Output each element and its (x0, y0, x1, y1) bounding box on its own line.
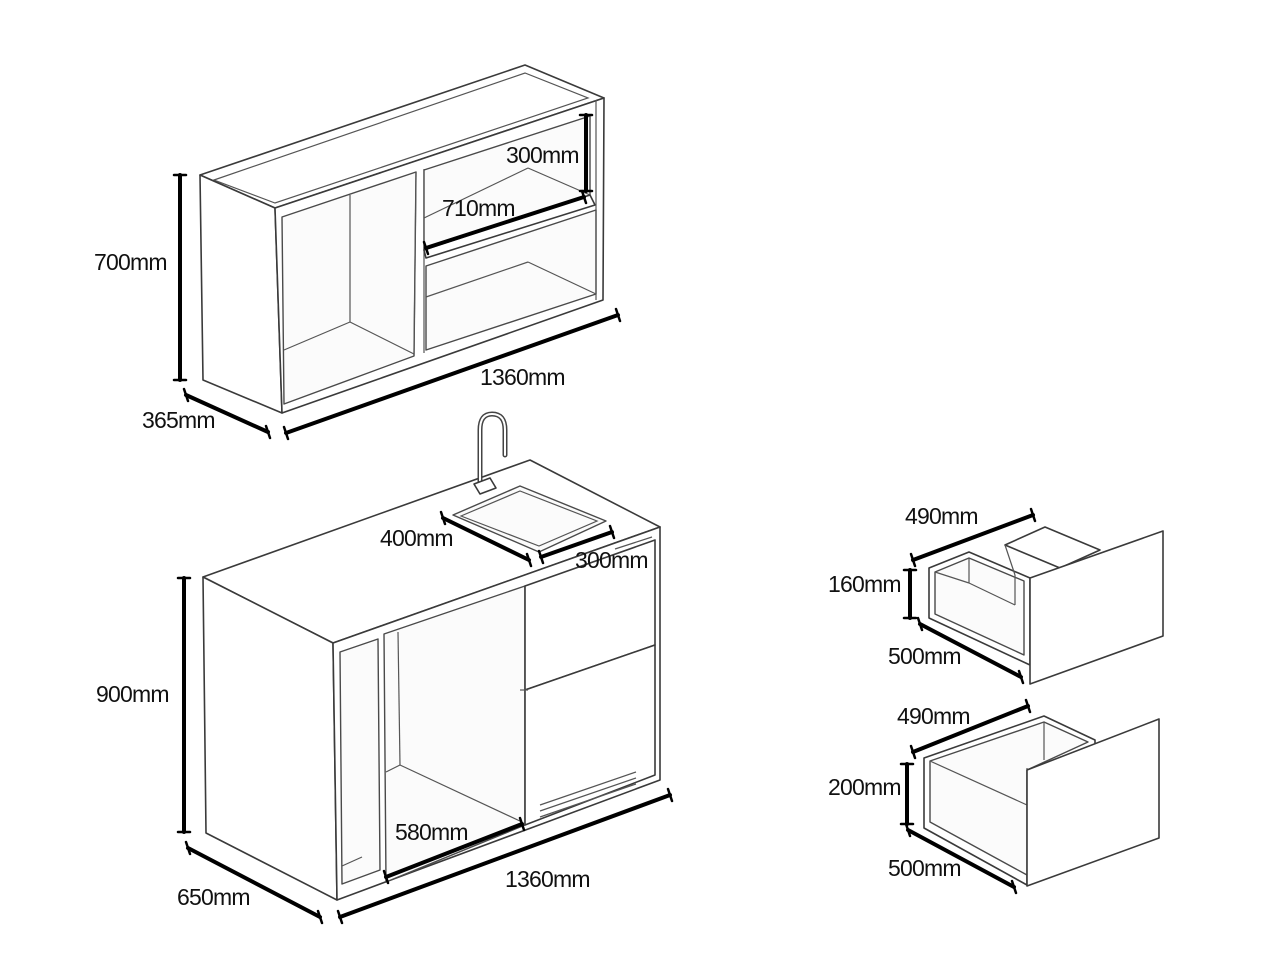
open-width-label: 580mm (395, 819, 468, 845)
drawer-upper-dimension-lines (902, 507, 1037, 685)
wall-height-label: 700mm (94, 249, 167, 275)
sink-depth-line (539, 530, 614, 559)
lower-drawer-depth-line (906, 828, 1016, 889)
lower-drawer-width-label: 490mm (897, 703, 970, 729)
lower-drawer-depth-label: 500mm (888, 855, 961, 881)
sink-depth-label: 300mm (575, 547, 648, 573)
wall-width-line (284, 313, 620, 435)
wall-cabinet (199, 64, 605, 414)
base-height-label: 900mm (96, 681, 169, 707)
upper-drawer-width-line (911, 513, 1035, 562)
wall-depth-line (184, 393, 270, 434)
upper-drawer-width-label: 490mm (905, 503, 978, 529)
wall-width-label: 1360mm (480, 364, 565, 390)
upper-drawer-depth-line (918, 622, 1023, 679)
lower-drawer-front (524, 644, 656, 826)
base-depth-line (186, 846, 322, 919)
wall-depth-label: 365mm (142, 407, 215, 433)
base-depth-label: 650mm (177, 884, 250, 910)
open-width-line (384, 822, 524, 879)
upper-drawer-depth-label: 500mm (888, 643, 961, 669)
drawer-lower-dimension-lines (899, 698, 1032, 895)
lower-drawer-height-label: 200mm (828, 774, 901, 800)
base-width-line (338, 793, 672, 919)
shelf-width-label: 710mm (442, 195, 515, 221)
sink-width-line (441, 516, 531, 562)
drawer-upper (928, 526, 1164, 685)
base-width-label: 1360mm (505, 866, 590, 892)
drawer-lower (923, 715, 1160, 887)
wall-cabinet-dimension-lines (172, 113, 622, 441)
sink (452, 485, 607, 553)
upper-drawer-height-label: 160mm (828, 571, 901, 597)
base-cabinet-dimension-lines (176, 510, 674, 925)
shelf-height-label: 300mm (506, 142, 579, 168)
base-cabinet (202, 411, 661, 901)
shelf-width-line (424, 195, 586, 250)
sink-width-label: 400mm (380, 525, 453, 551)
lower-drawer-width-line (911, 704, 1030, 754)
